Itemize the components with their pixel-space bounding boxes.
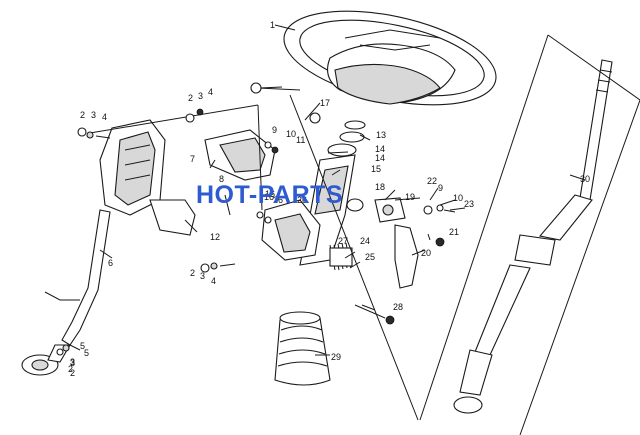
- bolt-28: [354, 304, 395, 325]
- callout-2: 2: [68, 364, 73, 374]
- left-column-bracket: [99, 119, 196, 236]
- callout-24: 24: [360, 236, 370, 246]
- callout-26: 26: [273, 195, 283, 205]
- callout-14: 14: [375, 153, 385, 163]
- lower-mount: [261, 199, 321, 261]
- callout-4: 4: [102, 112, 107, 122]
- callout-27: 27: [338, 236, 348, 246]
- rubber-boot: [274, 311, 331, 386]
- callout-21: 21: [449, 227, 459, 237]
- callout-16: 16: [264, 192, 274, 202]
- callout-10: 10: [286, 129, 296, 139]
- callout-9: 9: [438, 183, 443, 193]
- callout-5: 5: [80, 341, 85, 351]
- callout-3: 3: [70, 358, 75, 368]
- callout-1: 1: [270, 20, 275, 30]
- callout-2: 2: [190, 268, 195, 278]
- tilt-lever: [394, 224, 419, 289]
- callout-16: 16: [265, 189, 275, 199]
- callout-2: 2: [188, 93, 193, 103]
- callout-26: 26: [297, 195, 307, 205]
- upper-bracket: [204, 129, 276, 181]
- callout-8: 8: [219, 174, 224, 184]
- callout-2: 2: [70, 368, 75, 378]
- callout-4: 4: [208, 87, 213, 97]
- watermark-text: HOT-PARTS: [196, 181, 343, 209]
- callout-13: 13: [376, 130, 386, 140]
- callout-29: 29: [331, 352, 341, 362]
- callout-14: 14: [375, 144, 385, 154]
- callout-4: 4: [211, 276, 216, 286]
- callout-5: 5: [84, 348, 89, 358]
- callout-20: 20: [421, 248, 431, 258]
- callout-3: 3: [70, 357, 75, 367]
- callout-6: 6: [108, 258, 113, 268]
- callout-22: 22: [427, 176, 437, 186]
- callout-15: 15: [371, 164, 381, 174]
- intermediate-shaft: [453, 59, 613, 414]
- pivot-assembly: [346, 197, 406, 223]
- callout-30: 30: [580, 174, 590, 184]
- callout-11: 11: [296, 135, 305, 145]
- callout-12: 12: [210, 232, 220, 242]
- callout-19: 19: [405, 192, 415, 202]
- callout-7: 7: [190, 154, 195, 164]
- callout-10: 10: [453, 193, 463, 203]
- assembly-outline: [89, 34, 640, 435]
- spring-24: [329, 242, 353, 271]
- callout-3: 3: [198, 91, 203, 101]
- callout-3: 3: [91, 110, 96, 120]
- callout-17: 17: [320, 98, 330, 108]
- callout-9: 9: [272, 125, 277, 135]
- steering-wheel: [283, 10, 497, 106]
- callout-18: 18: [375, 182, 385, 192]
- callout-25: 25: [365, 252, 375, 262]
- fasteners: [56, 82, 456, 356]
- column-shaft: [21, 209, 111, 376]
- callout-3: 3: [200, 271, 205, 281]
- callout-23: 23: [464, 199, 474, 209]
- leader-lines: [69, 24, 586, 356]
- callout-28: 28: [393, 302, 403, 312]
- callout-2: 2: [80, 110, 85, 120]
